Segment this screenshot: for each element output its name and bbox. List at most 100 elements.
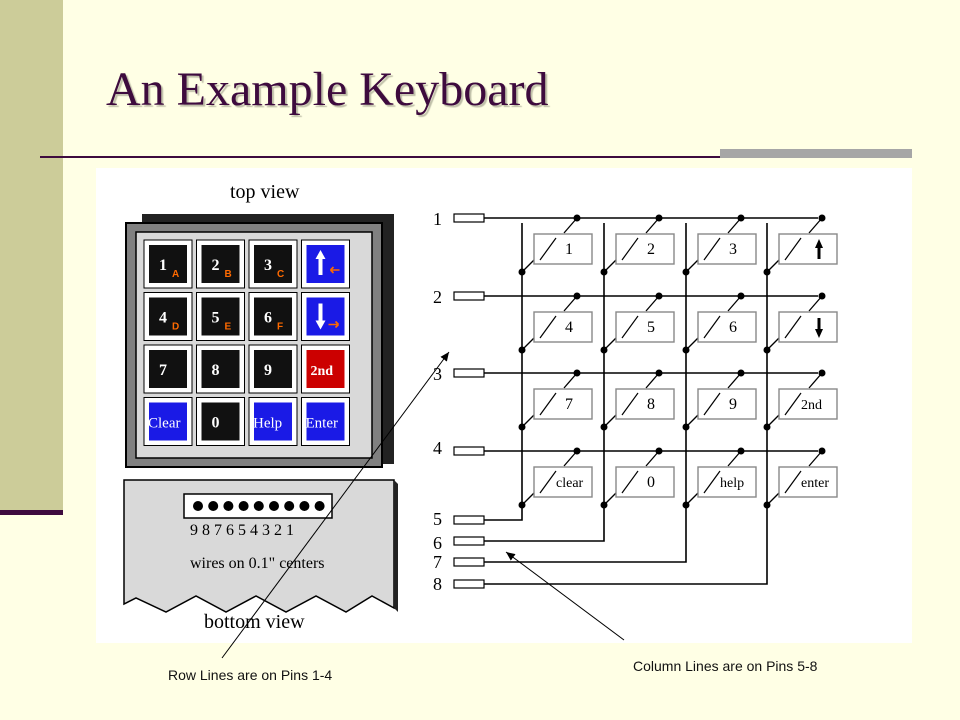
key-switch-box [697, 388, 757, 420]
keypad-key-cap [306, 245, 345, 283]
connector-pin-numbers: 9 8 7 6 5 4 3 2 1 [190, 522, 294, 539]
key-switch: 3 [682, 214, 757, 276]
connector-side [394, 480, 398, 612]
keypad-key-cap [306, 402, 345, 441]
key-switch-label: 8 [647, 396, 655, 413]
keypad-key-label: 7 [159, 362, 167, 379]
connector-pin [193, 501, 203, 511]
top-view-label: top view [230, 181, 300, 203]
pin-label: 6 [433, 533, 442, 553]
switch-lead [808, 217, 823, 234]
column-line-route [484, 505, 605, 542]
switch-lead [808, 295, 823, 312]
keypad-key-cap [201, 297, 240, 336]
keypad-key: 3C [248, 239, 298, 289]
keypad-key: 0 [196, 397, 245, 446]
keypad-key: 6F [248, 292, 298, 341]
column-lines-arrow [505, 551, 625, 641]
keypad-key-cap [254, 402, 292, 441]
switch-lead [727, 217, 742, 234]
keypad-key: 1A [143, 239, 193, 289]
switch-contact [621, 470, 639, 494]
key-switch: 5 [600, 292, 675, 354]
keypad-key-sublabel: D [172, 322, 179, 333]
keypad-key: 7 [143, 344, 193, 394]
key-switch-label: 6 [729, 319, 737, 336]
keypad-key-label: 2 [212, 257, 220, 274]
key-switch-label: 2nd [801, 398, 822, 413]
switch-lead [727, 450, 742, 467]
connector-pin [208, 501, 219, 511]
key-switch-label: 7 [565, 396, 573, 413]
pin-label: 2 [433, 287, 442, 307]
key-switch: 6 [682, 292, 757, 354]
keypad-key-cap [254, 297, 292, 336]
keypad-key-cap [201, 402, 240, 441]
key-switch-box [615, 233, 675, 265]
slide-title: An Example Keyboard [106, 63, 549, 116]
connector-pin [253, 501, 264, 511]
switch-lead [645, 372, 660, 389]
keypad-key-cap [201, 350, 240, 388]
column-lines-caption: Column Lines are on Pins 5-8 [633, 658, 818, 674]
key-switch-label: 1 [565, 241, 573, 258]
key-switch-box [533, 388, 593, 420]
keypad-key: 5E [196, 292, 245, 341]
keypad-key-label: 5 [212, 310, 220, 327]
key-switch-box [697, 466, 757, 498]
keypad-key-cap [149, 245, 187, 283]
keypad-key-sublabel: B [225, 269, 232, 280]
keypad-key: 2nd [301, 344, 350, 394]
title-underline [40, 156, 912, 158]
switch-contact [621, 315, 639, 339]
key-switch-label: 5 [647, 319, 655, 336]
key-switch: 2 [600, 214, 675, 276]
pin-label: 3 [433, 364, 442, 384]
key-switch-box [697, 311, 757, 343]
key-switch-box [697, 233, 757, 265]
switch-lead [727, 295, 742, 312]
switch-contact [703, 392, 721, 416]
pin-label: 5 [433, 509, 442, 529]
keypad-key-label: 4 [159, 310, 167, 327]
key-switch [763, 214, 838, 276]
key-switch-box [615, 466, 675, 498]
keypad-key: 4D [143, 292, 193, 341]
keypad-key: 8 [196, 344, 245, 394]
key-switch-box [533, 311, 593, 343]
switch-contact [784, 315, 802, 339]
switch-contact [539, 315, 557, 339]
keypad-key-label: Help [253, 416, 282, 432]
keypad-key-label: Clear [148, 416, 180, 432]
row-lines-arrow [221, 351, 450, 659]
keypad-key-label: 0 [212, 415, 220, 432]
keypad-key-label: 6 [264, 310, 272, 327]
keypad-key-label: Enter [306, 416, 338, 432]
switch-lead [563, 372, 578, 389]
pin-label: 4 [433, 438, 442, 458]
title-accent-bar [720, 149, 912, 158]
left-decor-bar [0, 0, 63, 512]
connector-pin [269, 501, 279, 511]
keypad-key-label: 2nd [311, 364, 334, 379]
keypad-key [301, 292, 350, 341]
keypad-key-label: 9 [264, 362, 272, 379]
key-switch: 7 [518, 369, 593, 431]
key-switch: enter [763, 447, 838, 509]
key-switch: 9 [682, 369, 757, 431]
switch-contact [784, 470, 802, 494]
connector-pin [223, 501, 234, 511]
switch-lead [645, 450, 660, 467]
keypad-key: Enter [301, 397, 350, 446]
key-switch-box [778, 466, 838, 498]
keypad-key-cap [254, 245, 292, 283]
column-line-route [484, 505, 523, 521]
keypad-key-sublabel: E [225, 322, 232, 333]
connector-pin [299, 501, 310, 511]
switch-lead [808, 450, 823, 467]
keypad-key-cap [201, 245, 240, 283]
